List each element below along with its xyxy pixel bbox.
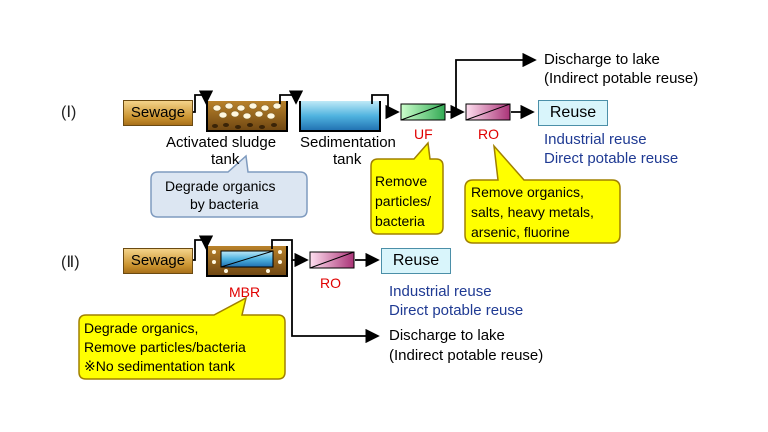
discharge-label-1-line2: (Indirect potable reuse) [544, 70, 699, 87]
callout-uf-line2: particles/ [375, 193, 432, 209]
discharge-label-1-line1: Discharge to lake [544, 51, 660, 68]
discharge-label-2-line1: Discharge to lake [389, 327, 505, 344]
callout-bacteria-bubble [150, 154, 308, 218]
callout-uf-bubble [370, 141, 444, 235]
ro-membrane-icon [465, 103, 511, 121]
callout-mbr-line3: ※No sedimentation tank [84, 358, 236, 374]
direct-reuse-label-2: Direct potable reuse [389, 302, 524, 319]
callout-uf-line3: bacteria [375, 213, 425, 229]
callout-ro-line1: Remove organics, [471, 184, 584, 200]
ro-label-2: RO [320, 275, 341, 291]
industrial-reuse-label-1: Industrial reuse [544, 131, 647, 148]
sewage-box-2: Sewage [123, 248, 193, 274]
discharge-label-2-line2: (Indirect potable reuse) [389, 347, 544, 364]
callout-mbr-line1: Degrade organics, [84, 320, 199, 336]
sedimentation-label-line1: Sedimentation [300, 134, 396, 151]
ro-label-1: RO [478, 126, 499, 142]
callout-ro-line2: salts, heavy metals, [471, 204, 594, 220]
callout-ro-line3: arsenic, fluorine [471, 224, 570, 240]
callout-bacteria-line2: by bacteria [190, 196, 259, 212]
direct-reuse-label-1: Direct potable reuse [544, 150, 679, 167]
callout-mbr-line2: Remove particles/bacteria [84, 339, 246, 355]
uf-membrane-icon [400, 103, 446, 121]
sedimentation-label-line2: tank [333, 151, 362, 168]
callout-ro-bubble [464, 143, 621, 244]
industrial-reuse-label-2: Industrial reuse [389, 283, 492, 300]
reuse-box-2: Reuse [381, 248, 451, 274]
sedimentation-tank-icon [299, 101, 381, 132]
activated-sludge-label-line1: Activated sludge [166, 134, 277, 151]
activated-sludge-label-line2: tank [211, 151, 240, 168]
sewage-box-1: Sewage [123, 100, 193, 126]
mbr-tank-icon [206, 246, 288, 277]
row-1-label: (Ⅰ) [61, 104, 77, 121]
ro-membrane-icon-2 [309, 251, 355, 269]
callout-bacteria-line1: Degrade organics [165, 178, 276, 194]
row-2-label: (Ⅱ) [61, 254, 80, 271]
activated-sludge-tank-icon [206, 101, 288, 132]
uf-label: UF [414, 126, 433, 142]
callout-mbr-bubble [78, 296, 286, 380]
callout-uf-line1: Remove [375, 173, 428, 189]
reuse-box-1: Reuse [538, 100, 608, 126]
mbr-label: MBR [229, 284, 261, 300]
